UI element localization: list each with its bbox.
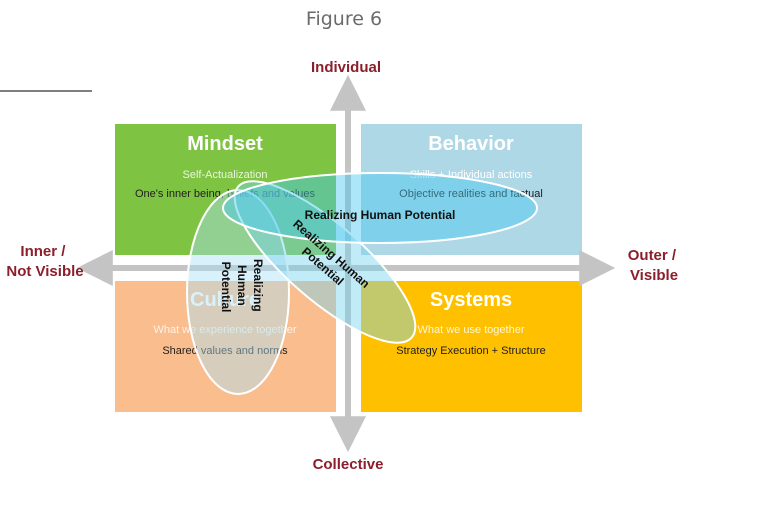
systems-box [361, 281, 582, 412]
culture-description: Shared values and norms [162, 345, 288, 357]
behavior-subtitle: Skills + Individual actions [410, 169, 533, 181]
vertical-potential-line1: Realizing [251, 259, 265, 312]
axis-label-individual: Individual [311, 59, 381, 76]
horizontal-potential-ellipse [222, 172, 538, 244]
axis-label-inner: Inner / Not Visible [6, 243, 83, 280]
vertical-potential-line3: Potential [219, 262, 233, 313]
quadrant-systems: Systems What we use together Strategy Ex… [361, 281, 582, 412]
axis-label-outer-line1: Outer / [628, 247, 677, 264]
quadrant-mindset: Mindset Self-Actualization One's inner b… [115, 124, 336, 255]
mindset-subtitle: Self-Actualization [183, 169, 268, 181]
systems-title: Systems [430, 289, 512, 311]
axis-label-inner-line1: Inner / [20, 243, 66, 260]
axis-label-inner-line2: Not Visible [6, 263, 83, 280]
mindset-title: Mindset [187, 133, 263, 155]
behavior-description: Objective realities and factual [399, 188, 543, 200]
diagonal-potential-ellipse [233, 180, 417, 344]
quadrant-behavior: Behavior Skills + Individual actions Obj… [361, 124, 582, 255]
axis-label-outer-line2: Visible [630, 267, 678, 284]
axis-label-outer: Outer / Visible [628, 247, 681, 284]
systems-description: Strategy Execution + Structure [396, 345, 546, 357]
figure-title: Figure 6 [305, 8, 383, 30]
vertical-potential-line2: Human [235, 265, 249, 306]
behavior-box [361, 124, 582, 255]
mindset-box [115, 124, 336, 255]
vertical-potential-ellipse [186, 189, 290, 395]
axis-label-collective: Collective [313, 456, 384, 473]
horizontal-potential-label: Realizing Human Potential [305, 208, 456, 222]
culture-title: Culture [190, 289, 260, 311]
vertical-potential-label: Realizing Human Potential [219, 259, 265, 315]
behavior-title: Behavior [428, 133, 514, 155]
systems-subtitle: What we use together [417, 324, 524, 336]
